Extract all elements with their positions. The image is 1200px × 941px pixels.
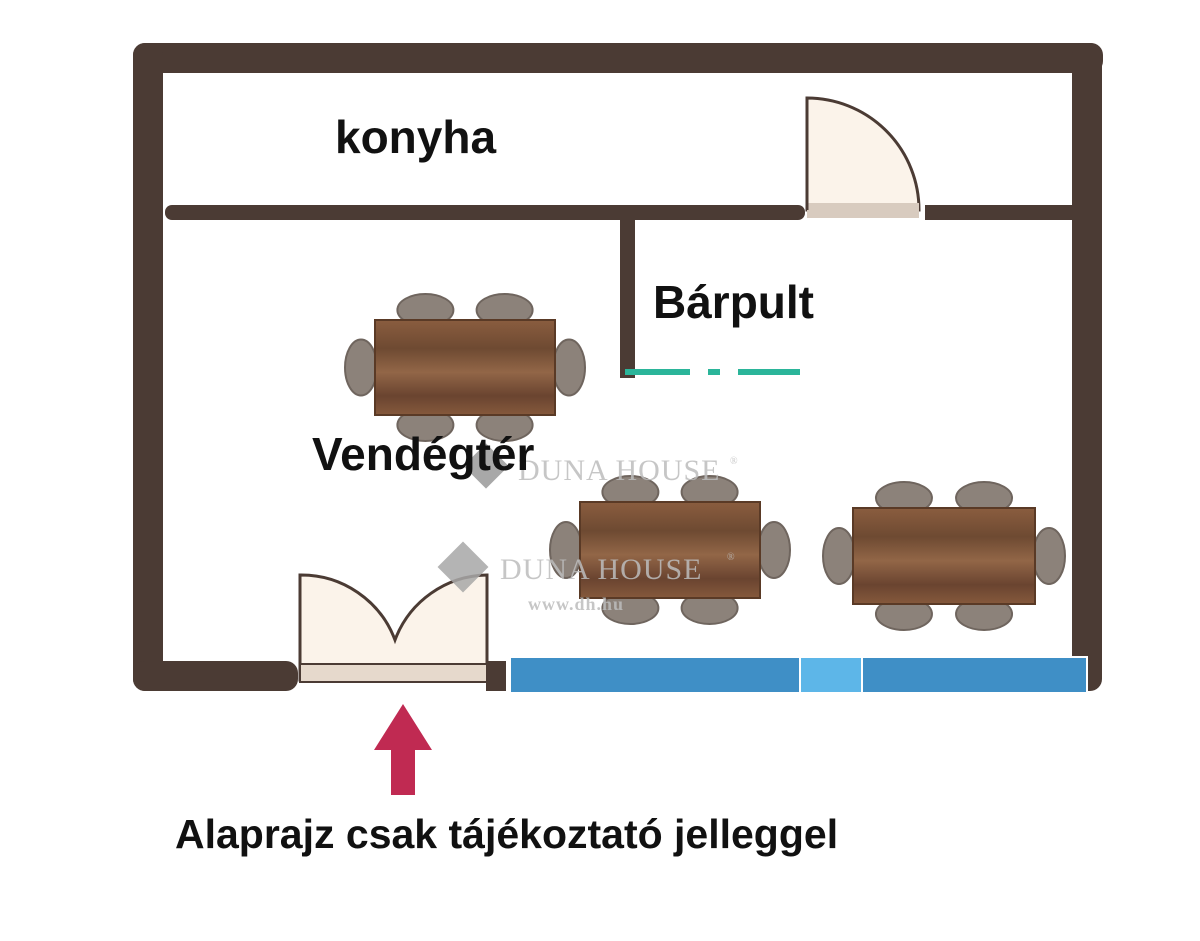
watermark-text: DUNA HOUSE [518, 454, 721, 487]
dining-table-set [344, 293, 586, 442]
wall-kitchen-right [925, 205, 1072, 220]
chair [1032, 527, 1066, 585]
dining-table-set [549, 475, 791, 625]
table [579, 501, 761, 599]
room-label-kitchen: konyha [335, 111, 496, 163]
entrance-arrow-icon [374, 704, 432, 795]
watermark-text: DUNA HOUSE [500, 553, 703, 586]
room-label-dining: Vendégtér [312, 428, 535, 480]
watermark-logo-icon [437, 541, 489, 593]
chair [757, 521, 791, 579]
wall-left [133, 43, 163, 691]
table [374, 319, 556, 416]
entrance-door[interactable] [298, 573, 489, 683]
wall-bar [620, 213, 635, 378]
dining-table-set [822, 481, 1066, 631]
wall-right [1072, 43, 1102, 691]
walls [133, 43, 1103, 691]
chair [822, 527, 856, 585]
wall-top [133, 43, 1103, 73]
watermark-registered: ® [730, 456, 739, 467]
chair [344, 338, 378, 397]
caption: Alaprajz csak tájékoztató jelleggel [175, 811, 838, 857]
kitchen-door[interactable] [805, 96, 921, 218]
watermark-url: www.dh.hu [528, 594, 624, 614]
table [852, 507, 1036, 605]
room-label-bar: Bárpult [653, 276, 814, 328]
watermark-registered: ® [727, 552, 736, 563]
wall-bottom-left [133, 661, 298, 691]
chair [552, 338, 586, 397]
shop-window [509, 656, 1088, 694]
wall-kitchen [165, 205, 805, 220]
wall-bottom-mid [486, 661, 506, 691]
